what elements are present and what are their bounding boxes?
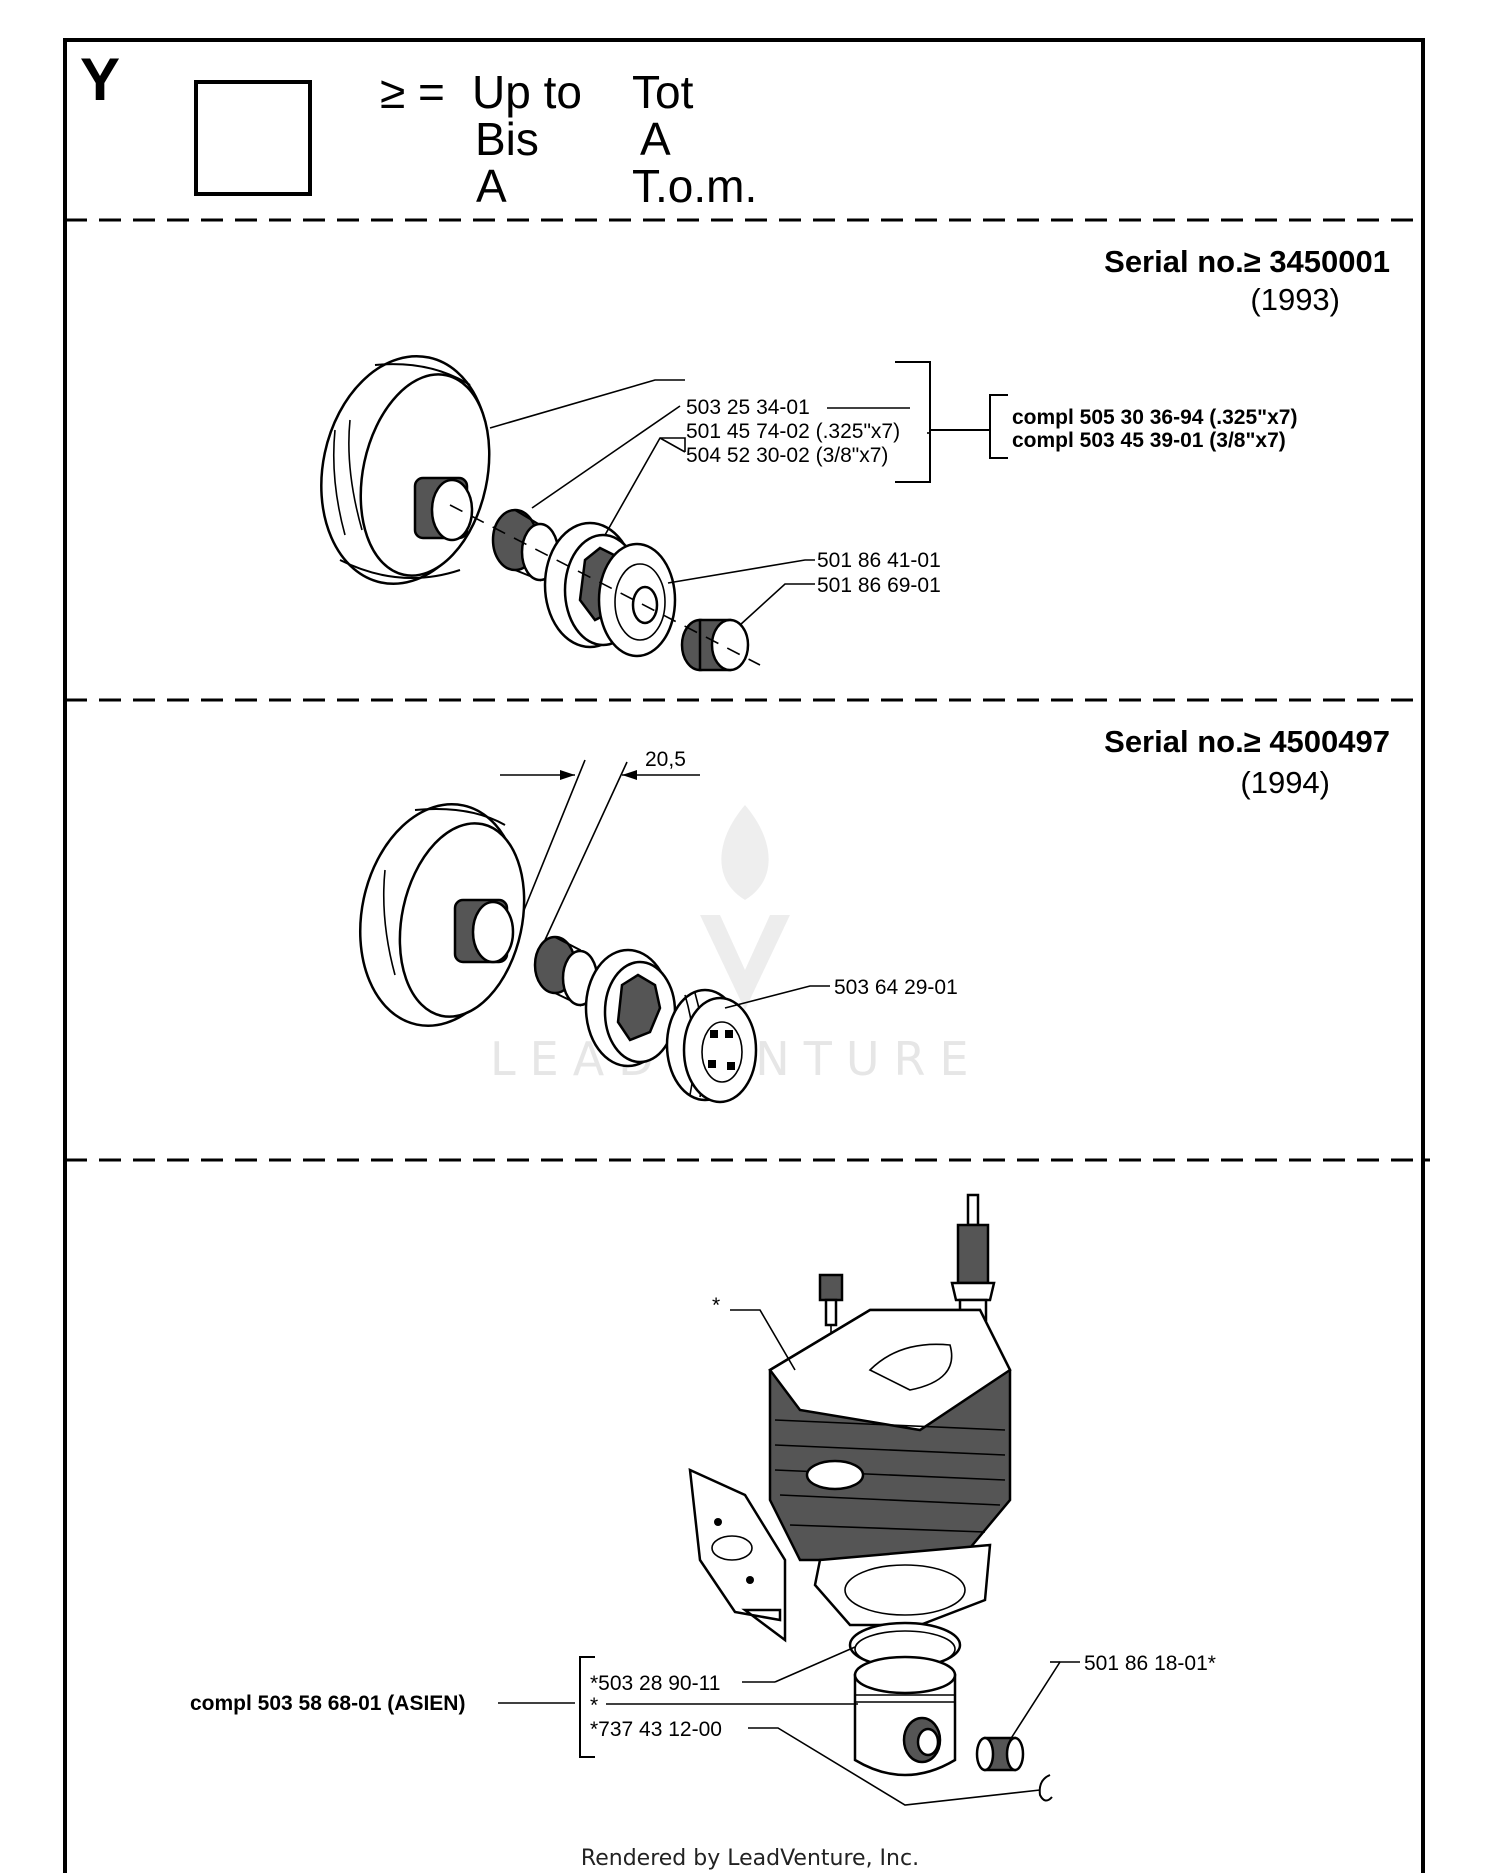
legend-bis: Bis [475,113,539,165]
legend-tot: Tot [632,66,694,118]
cylinder-star: * [712,1294,720,1317]
part-501-45-74-02: 501 45 74-02 (.325"x7) [686,420,900,443]
circlip-drawing [1038,1774,1053,1802]
part-501-86-18-01: 501 86 18-01* [1084,1652,1216,1675]
clutch-drum-drawing-2 [358,803,526,1027]
section-2-clutch-drum-1994: Serial no.≥ 4500497 (1994) 20,5 [358,724,1390,1104]
part-star: * [590,1694,598,1717]
section-1-serial: Serial no.≥ 3450001 [1104,244,1390,279]
nut-drawing [680,618,750,672]
clutch-drum-drawing [320,354,491,586]
footer-rendered-by: Rendered by LeadVenture, Inc. [581,1846,919,1871]
dimension-20-5: 20,5 [645,748,686,771]
part-737-43-12-00: *737 43 12-00 [590,1718,722,1741]
part-501-86-41-01: 501 86 41-01 [817,549,941,572]
part-501-86-69-01: 501 86 69-01 [817,574,941,597]
compl-505-30-36-94: compl 505 30 36-94 (.325"x7) [1012,406,1297,429]
needle-bearing-drawing-2 [533,935,599,1007]
legend-up-to: Up to [472,66,582,118]
washer-drawing [597,542,677,658]
section-letter: Y [80,46,120,113]
part-503-28-90-11: *503 28 90-11 [590,1672,720,1695]
section-1-clutch-drum-1993: Serial no.≥ 3450001 (1993) [320,244,1390,672]
rim-sprocket-drawing-2 [584,948,677,1068]
spark-plug-drawing [950,1193,996,1322]
page-border [63,38,1425,1873]
piston-drawing [853,1655,957,1777]
legend-box [194,80,312,196]
legend: Y ≥ = Up to Bis A Tot A T.o.m. [80,46,757,212]
section-3-cylinder-piston: * 501 86 18-01* compl 503 58 68-01 (ASIE… [190,1193,1216,1806]
piston-pin-bearing-drawing [975,1736,1025,1772]
legend-tom: T.o.m. [632,160,757,212]
compl-503-58-68-01: compl 503 58 68-01 (ASIEN) [190,1692,465,1715]
compl-503-45-39-01: compl 503 45 39-01 (3/8"x7) [1012,429,1286,452]
watermark-v-icon [700,915,790,1010]
spur-sprocket-drawing [665,988,758,1104]
watermark-flame-icon [721,805,769,900]
screw-drawing [818,1273,844,1370]
exhaust-gasket-drawing [688,1467,787,1643]
part-503-64-29-01: 503 64 29-01 [834,976,958,999]
section-2-serial: Serial no.≥ 4500497 [1104,724,1390,759]
legend-symbol: ≥ = [380,66,445,118]
section-2-year: (1994) [1240,765,1330,800]
part-503-25-34-01: 503 25 34-01 [686,396,810,419]
legend-a-1: A [476,160,507,212]
legend-a-2: A [640,113,671,165]
part-504-52-30-02: 504 52 30-02 (3/8"x7) [686,444,888,467]
cylinder-drawing [768,1308,1012,1562]
section-1-year: (1993) [1250,282,1340,317]
